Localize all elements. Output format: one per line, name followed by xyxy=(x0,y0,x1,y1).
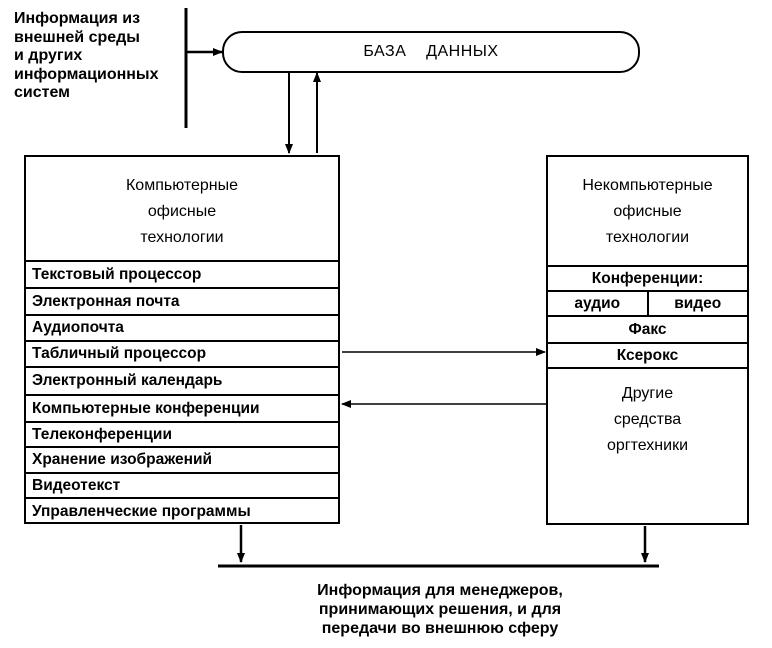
noncomputer-tech-box: Некомпьютерные офисные технологии Конфер… xyxy=(546,155,749,525)
computer-tech-item: Текстовый процессор xyxy=(26,260,338,287)
computer-tech-item: Управленческие программы xyxy=(26,497,338,524)
external-info-line: и других xyxy=(14,47,83,64)
other-equipment-line: Другие xyxy=(621,385,674,402)
computer-tech-title: Компьютерные офисные технологии xyxy=(26,157,338,260)
audio-label: аудио xyxy=(548,292,649,315)
computer-tech-item: Телеконференции xyxy=(26,421,338,446)
computer-tech-item: Табличный процессор xyxy=(26,340,338,366)
noncomputer-tech-title-line: Некомпьютерные xyxy=(582,177,713,194)
other-equipment-line: средства xyxy=(613,411,682,428)
database-node: БАЗА ДАННЫХ xyxy=(222,31,640,73)
computer-tech-box: Компьютерные офисные технологии Текстовы… xyxy=(24,155,340,524)
computer-tech-item: Аудиопочта xyxy=(26,314,338,340)
output-info-line: Информация для менеджеров, xyxy=(317,582,563,599)
noncomputer-tech-title-line: офисные xyxy=(613,203,682,220)
computer-tech-item: Компьютерные конференции xyxy=(26,394,338,421)
output-info-line: передачи во внешнюю сферу xyxy=(321,620,559,637)
computer-tech-item: Хранение изображений xyxy=(26,446,338,472)
external-info-line: систем xyxy=(14,84,70,101)
other-equipment-line: оргтехники xyxy=(606,437,689,454)
xerox-label: Ксерокс xyxy=(548,342,747,367)
computer-tech-title-line: технологии xyxy=(140,229,224,246)
database-label: БАЗА ДАННЫХ xyxy=(363,43,499,60)
conferences-split: аудио видео xyxy=(548,290,747,315)
external-info-line: Информация из xyxy=(14,10,141,27)
computer-tech-item: Электронная почта xyxy=(26,287,338,314)
conferences-label: Конференции: xyxy=(548,265,747,290)
external-info-line: внешней среды xyxy=(14,28,140,46)
computer-tech-title-line: офисные xyxy=(147,203,217,220)
external-info-line: информационных xyxy=(14,65,159,83)
fax-label: Факс xyxy=(548,315,747,342)
output-info-line: принимающих решения, и для xyxy=(318,601,562,618)
computer-tech-item: Электронный календарь xyxy=(26,366,338,394)
other-equipment: Другие средства оргтехники xyxy=(548,367,747,523)
noncomputer-tech-title-line: технологии xyxy=(605,229,690,246)
computer-tech-item: Видеотекст xyxy=(26,472,338,497)
computer-tech-title-line: Компьютерные xyxy=(125,177,239,194)
video-label: видео xyxy=(674,294,722,312)
noncomputer-tech-title: Некомпьютерные офисные технологии xyxy=(548,157,747,265)
output-info-text: Информация для менеджеров, принимающих р… xyxy=(250,581,630,638)
external-info-text: Информация из внешней среды и других инф… xyxy=(14,10,184,103)
